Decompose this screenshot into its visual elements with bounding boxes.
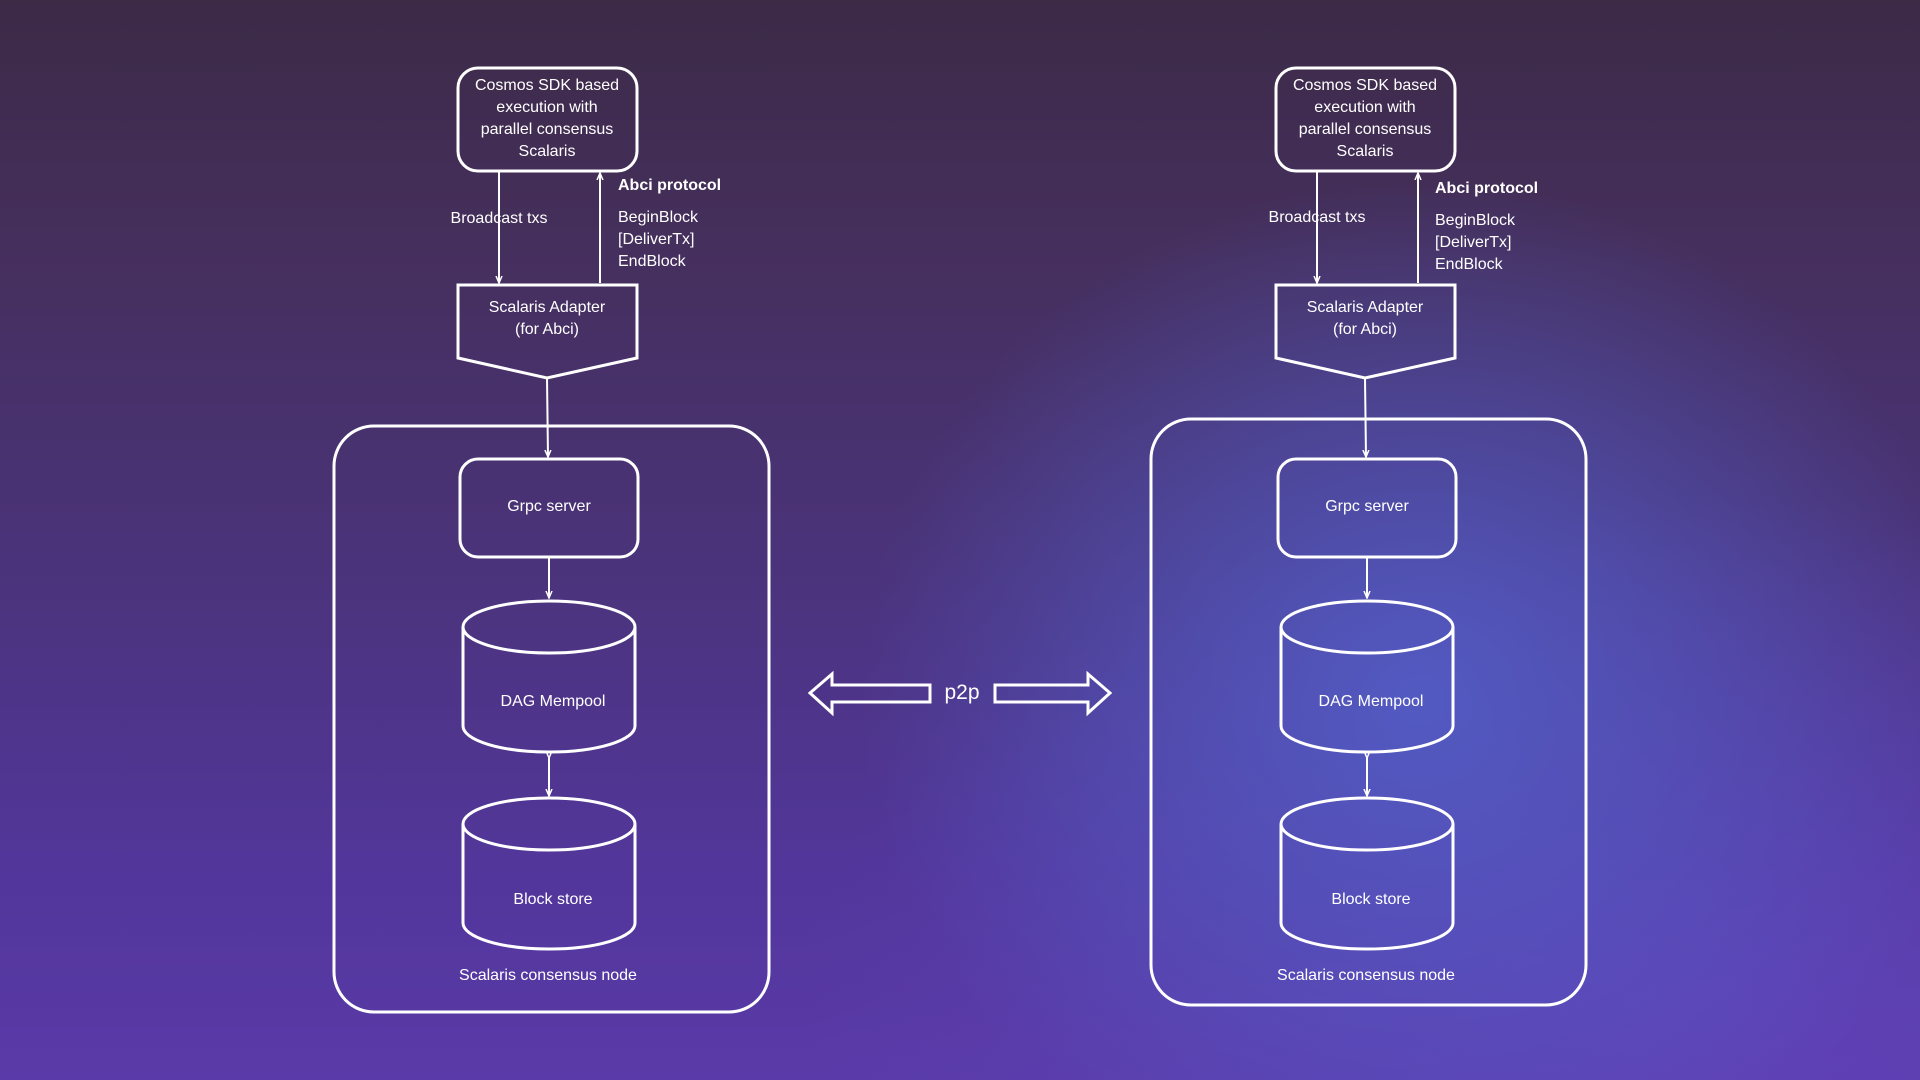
right-abci-step-begin: BeginBlock [1435, 212, 1516, 229]
left-abci-title: Abci protocol [618, 177, 722, 194]
left-cosmos-box [456, 66, 639, 173]
right-node [1149, 66, 1588, 1007]
right-adapter-shape [1274, 283, 1457, 380]
left-node-label: Scalaris consensus node [459, 967, 637, 984]
right-adapter-label: Scalaris Adapter (for Abci) [1306, 299, 1424, 338]
left-abci-step-begin: BeginBlock [618, 209, 699, 226]
p2p-label: p2p [944, 681, 980, 704]
right-node-label: Scalaris consensus node [1277, 967, 1455, 984]
left-cosmos-box-label: Cosmos SDK based execution with parallel… [474, 77, 620, 160]
p2p-left-arrow-icon [807, 670, 932, 717]
right-blockstore-label: Block store [1331, 891, 1411, 908]
left-node [332, 66, 771, 1014]
left-grpc-label: Grpc server [507, 498, 591, 515]
left-blockstore-label: Block store [513, 891, 593, 908]
left-adapter-shape [456, 283, 639, 380]
right-cosmos-box [1274, 66, 1457, 173]
left-adapter-label: Scalaris Adapter (for Abci) [488, 299, 606, 338]
right-grpc-label: Grpc server [1325, 498, 1409, 515]
left-abci-step-deliver: [DeliverTx] [618, 231, 695, 248]
right-consensus-node-container [1149, 417, 1588, 1007]
left-broadcast-label: Broadcast txs [450, 210, 548, 227]
left-adapter-to-grpc-arrow [547, 377, 548, 457]
right-abci-title: Abci protocol [1435, 180, 1539, 197]
left-abci-steps: BeginBlock [DeliverTx] EndBlock [618, 207, 698, 273]
right-blockstore-cylinder [1279, 796, 1455, 951]
p2p-right-arrow-icon [993, 670, 1113, 717]
right-cosmos-box-label: Cosmos SDK based execution with parallel… [1292, 77, 1438, 160]
left-mempool-cylinder [461, 599, 637, 754]
right-abci-step-deliver: [DeliverTx] [1435, 234, 1512, 251]
left-consensus-node-container [332, 424, 771, 1014]
left-abci-step-end: EndBlock [618, 253, 686, 270]
right-mempool-label: DAG Mempool [1318, 693, 1424, 710]
right-broadcast-label: Broadcast txs [1268, 209, 1366, 226]
right-mempool-cylinder [1279, 599, 1455, 754]
left-mempool-label: DAG Mempool [500, 693, 606, 710]
right-abci-steps: BeginBlock [DeliverTx] EndBlock [1435, 210, 1515, 276]
right-abci-step-end: EndBlock [1435, 256, 1503, 273]
left-blockstore-cylinder [461, 796, 637, 951]
